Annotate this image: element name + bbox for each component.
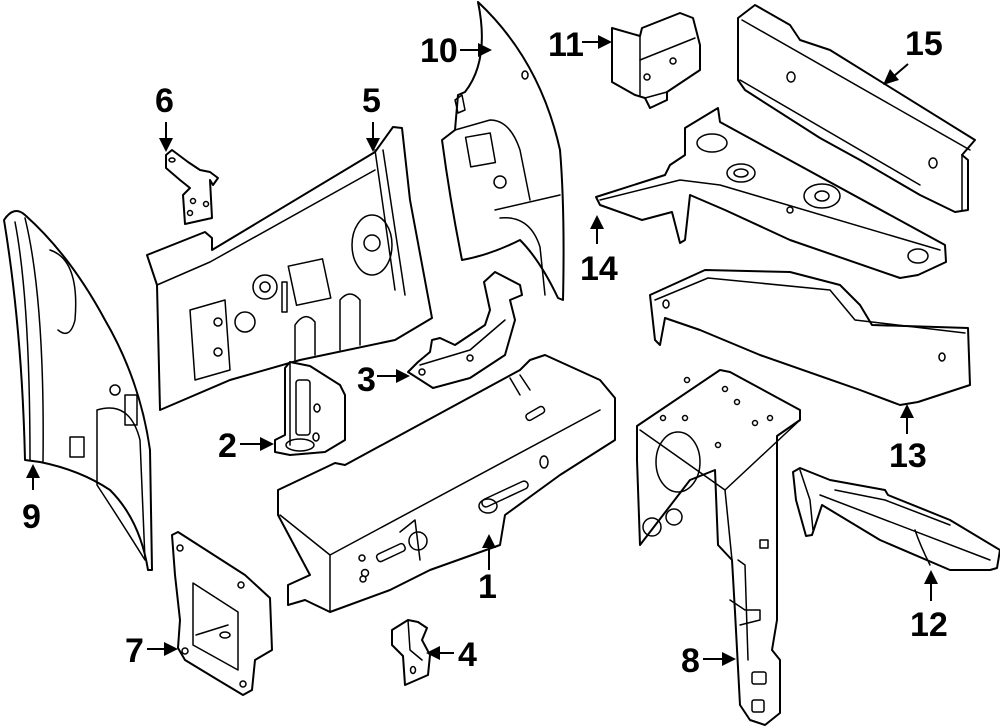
callout-7[interactable]: 7	[125, 632, 178, 670]
callout-label-11: 11	[548, 26, 584, 64]
callout-label-6: 6	[155, 82, 174, 120]
callout-13[interactable]: 13	[889, 404, 927, 475]
callout-label-10: 10	[420, 32, 458, 70]
callout-11[interactable]: 11	[548, 26, 612, 64]
part-6-hinge-bracket[interactable]	[165, 149, 219, 225]
part-14-upper-reinforcement[interactable]	[595, 107, 947, 279]
callout-label-3: 3	[357, 361, 376, 399]
callout-label-2: 2	[218, 427, 237, 465]
part-3-support-bracket[interactable]	[407, 271, 523, 389]
callout-label-8: 8	[681, 642, 700, 680]
part-7-mounting-plate[interactable]	[171, 531, 273, 696]
callout-label-13: 13	[889, 437, 927, 475]
part-4-small-clip[interactable]	[391, 619, 431, 686]
part-2-mount-bracket[interactable]	[274, 361, 346, 456]
callout-8[interactable]: 8	[681, 642, 736, 680]
part-12-lower-rail-ext[interactable]	[792, 467, 1000, 571]
part-1-frame-rail[interactable]	[277, 354, 616, 613]
callout-label-14: 14	[580, 250, 618, 288]
callout-9[interactable]: 9	[22, 464, 41, 536]
callout-6[interactable]: 6	[155, 82, 174, 152]
part-8-vertical-support[interactable]	[636, 369, 801, 726]
callout-label-15: 15	[905, 25, 943, 63]
part-13-lower-reinforcement[interactable]	[649, 269, 971, 406]
callout-label-7: 7	[125, 632, 144, 670]
callout-10[interactable]: 10	[420, 32, 492, 70]
callout-label-5: 5	[362, 82, 381, 120]
part-10-shock-tower[interactable]	[441, 1, 565, 301]
callout-1[interactable]: 1	[478, 534, 497, 606]
callout-label-12: 12	[910, 606, 948, 644]
callout-12[interactable]: 12	[910, 570, 948, 644]
callout-label-1: 1	[478, 568, 497, 606]
part-9-wheelhouse-panel[interactable]	[3, 210, 153, 571]
part-5-inner-fender-apron[interactable]	[146, 126, 433, 411]
callout-15[interactable]: 15	[883, 25, 943, 85]
callout-5[interactable]: 5	[362, 82, 381, 152]
callout-2[interactable]: 2	[218, 427, 274, 465]
part-11-corner-bracket[interactable]	[611, 12, 701, 109]
part-15-upper-rail[interactable]	[737, 4, 976, 213]
callout-label-4: 4	[458, 636, 477, 674]
callout-14[interactable]: 14	[580, 215, 618, 288]
callout-4[interactable]: 4	[426, 636, 477, 674]
callout-3[interactable]: 3	[357, 361, 410, 399]
callout-label-9: 9	[22, 498, 41, 536]
